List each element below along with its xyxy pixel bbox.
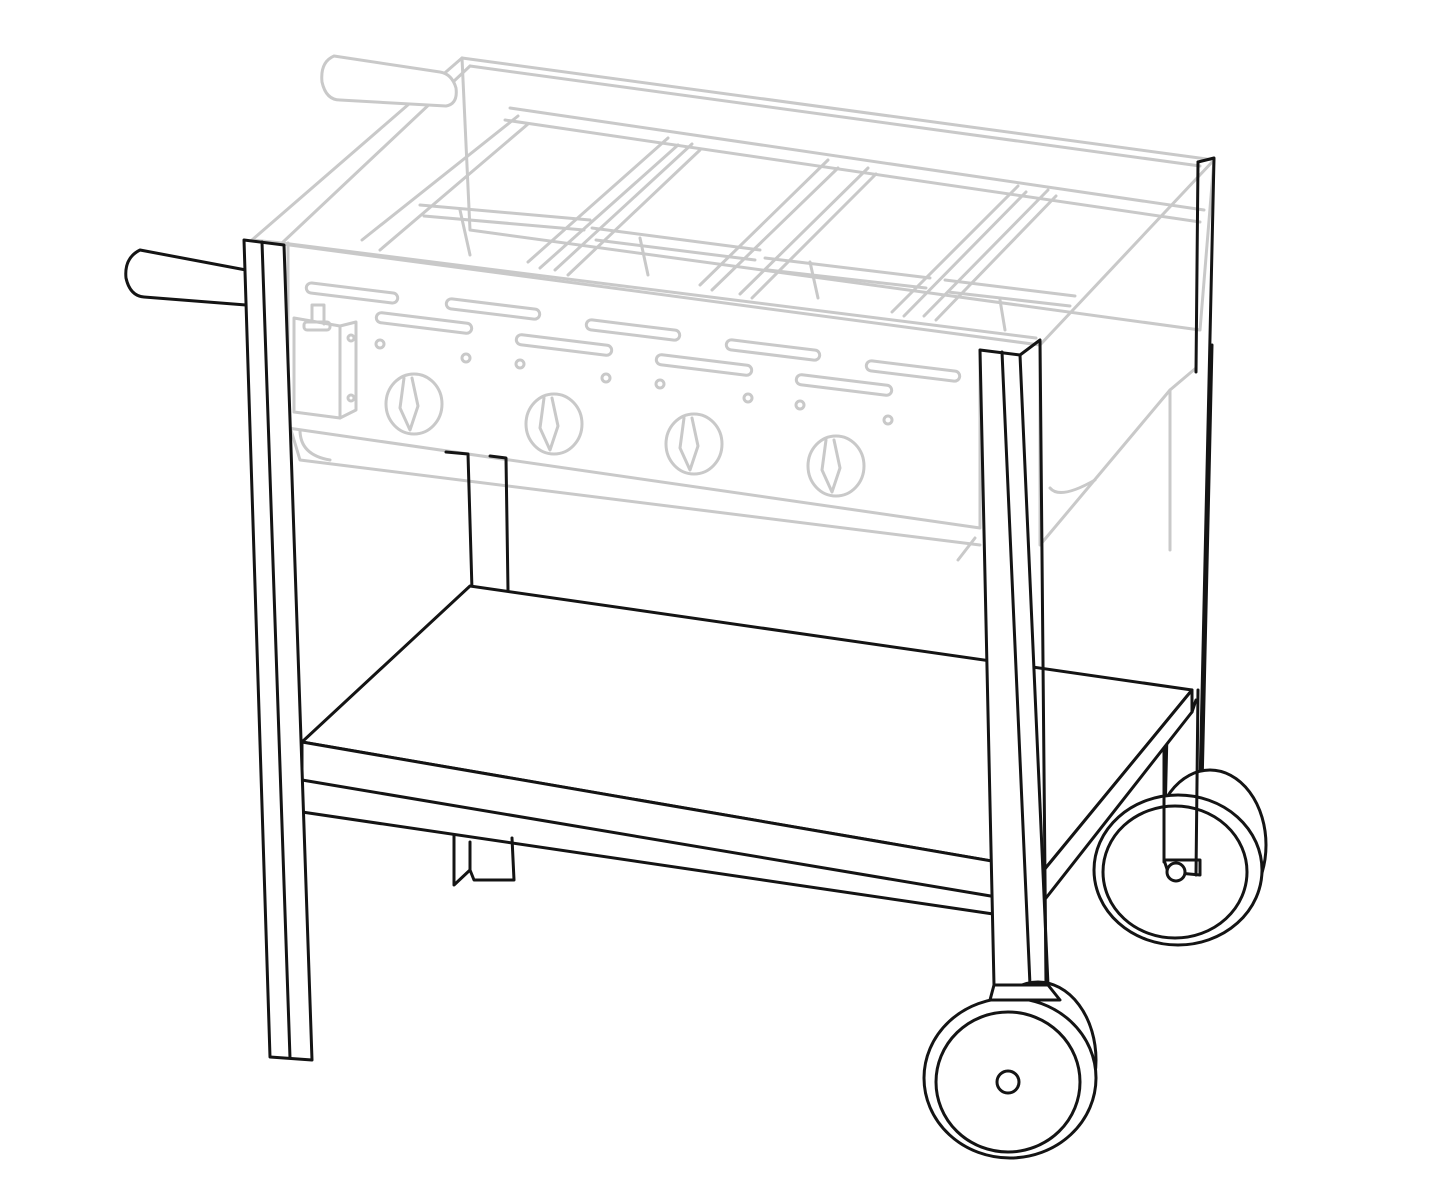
shelf-right-lip [1042, 688, 1194, 900]
control-knobs [384, 372, 866, 498]
front-left-leg [242, 238, 314, 1062]
gas-igniter [292, 303, 358, 420]
control-knob-2-icon [524, 392, 584, 456]
vent-slots [304, 281, 962, 426]
front-handle-icon [124, 248, 248, 307]
rear-left-leg [444, 450, 510, 592]
rear-handle-icon [320, 54, 458, 108]
grill-back-panel [460, 56, 1216, 332]
control-knob-1-icon [384, 372, 444, 436]
bottom-shelf [300, 584, 1198, 917]
control-knob-4-icon [806, 434, 866, 498]
cooking-grates [360, 106, 1206, 332]
front-wheel-icon [922, 980, 1098, 1160]
handles [124, 54, 458, 307]
control-knob-3-icon [664, 412, 724, 476]
rear-wheel-icon [1092, 688, 1268, 947]
grill-body [250, 56, 1216, 562]
